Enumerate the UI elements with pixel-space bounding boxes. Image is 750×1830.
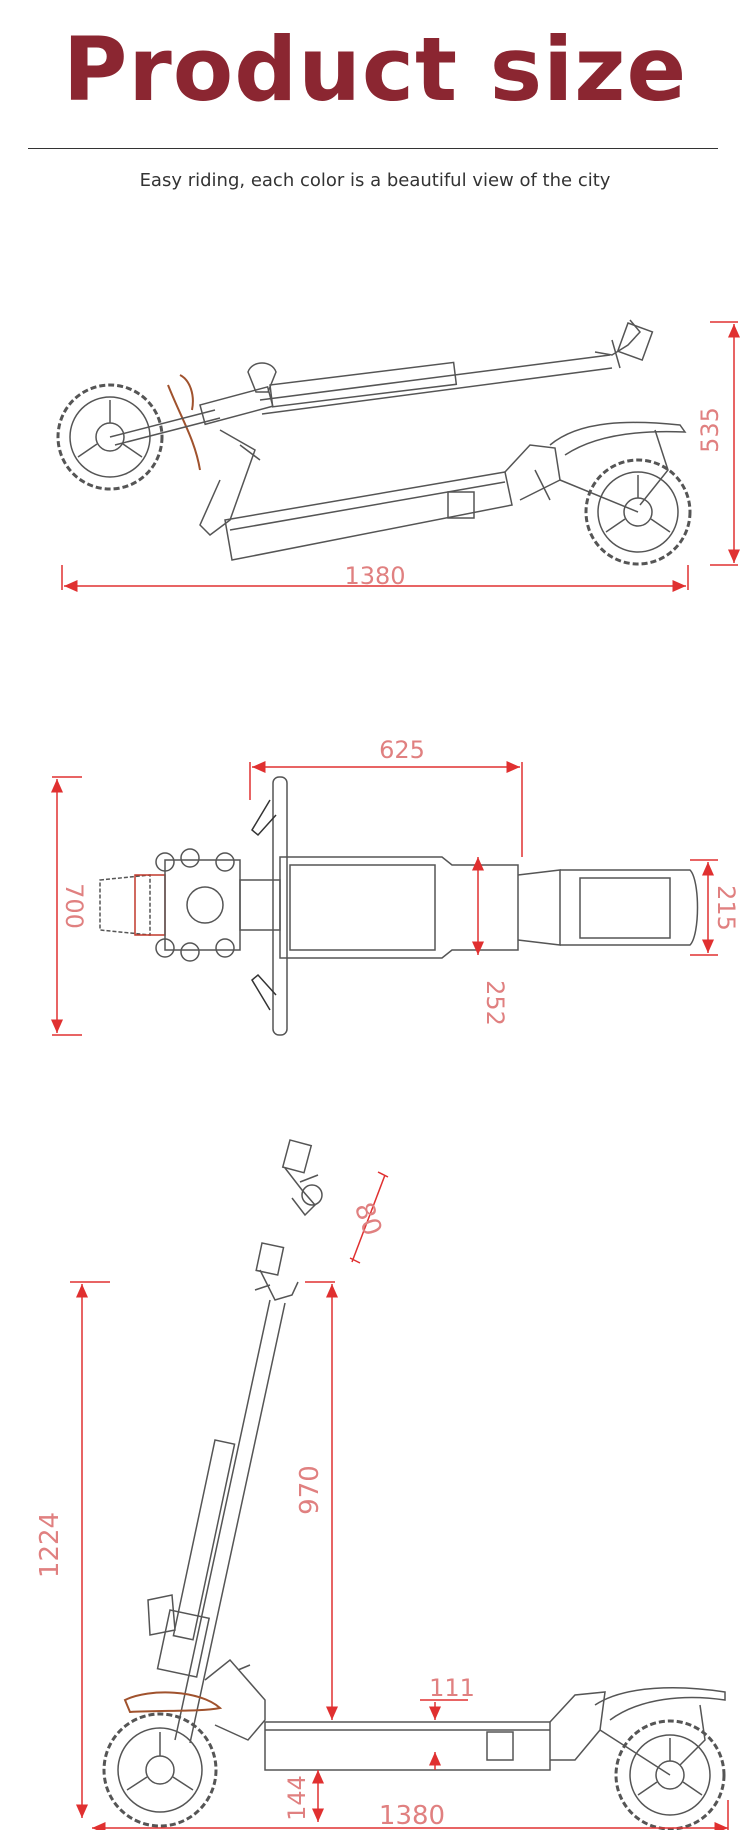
upright-ground-clearance-label: 144 [283, 1775, 311, 1821]
upright-deck-plate [486, 1731, 514, 1761]
upright-rear-fender [594, 1687, 726, 1721]
upright-deck-thickness-label: 111 [429, 1674, 475, 1702]
upright-display [255, 1242, 285, 1276]
battery-tube [269, 361, 458, 408]
folded-handle-bar [259, 354, 613, 415]
rear-connector [517, 869, 561, 946]
brake-lever-left [251, 799, 277, 837]
side-height-label: 535 [696, 407, 724, 453]
side-dimensions [61, 321, 740, 592]
page-title: Product size [62, 18, 688, 121]
title-divider [28, 148, 718, 149]
upright-dimensions [70, 1171, 729, 1830]
upright-stem-clamp [156, 1609, 211, 1678]
side-length-label: 1380 [344, 562, 405, 590]
rear-suspension [504, 444, 561, 501]
upright-lamp [147, 1594, 176, 1636]
top-rear-width-label: 215 [712, 885, 740, 931]
upright-grip-label: 80 [348, 1199, 388, 1240]
upright-stem-height-label: 970 [295, 1465, 325, 1515]
deck [224, 471, 513, 561]
grip-detail [281, 1139, 323, 1217]
front-lamp [247, 362, 277, 393]
upright-rear-suspension [549, 1691, 606, 1761]
upright-total-height-label: 1224 [35, 1512, 65, 1578]
deck-plate [447, 491, 475, 519]
rear-swing-arm [559, 429, 669, 513]
rear-tire-top [579, 877, 671, 939]
front-fender [167, 374, 201, 471]
throttle-assembly [594, 319, 641, 369]
rear-fender [549, 421, 687, 456]
upright-view [102, 1139, 726, 1830]
deck-inner [289, 864, 436, 951]
front-tire-top [99, 874, 151, 936]
folding-frame [199, 429, 261, 536]
upright-front-fender [123, 1691, 223, 1714]
top-dimensions [51, 761, 718, 1036]
top-deck-width-label: 252 [481, 980, 509, 1026]
upright-throttle [254, 1269, 299, 1301]
upright-deck [264, 1721, 551, 1771]
upright-battery-tube [172, 1439, 236, 1641]
upright-front-wheel [102, 1712, 218, 1828]
front-wheel [56, 383, 164, 491]
stem-clamp [239, 879, 281, 931]
deck-top [279, 856, 519, 959]
steering-stem [109, 409, 221, 446]
side-view [56, 319, 692, 566]
headlamp-plate [164, 859, 241, 951]
top-handlebar-width-label: 700 [60, 883, 88, 929]
rear-fender-top [560, 869, 699, 946]
upright-stem [174, 1299, 286, 1744]
stem-tube [199, 385, 274, 426]
top-deck-length-label: 625 [379, 736, 425, 764]
top-view [99, 776, 699, 1036]
brake-lever-right [251, 973, 277, 1011]
handlebar [272, 776, 288, 1036]
display-unit [616, 322, 654, 362]
page-subtitle: Easy riding, each color is a beautiful v… [139, 170, 611, 191]
rear-wheel [584, 458, 692, 566]
upright-frame [204, 1658, 266, 1741]
upright-length-label: 1380 [379, 1801, 445, 1830]
